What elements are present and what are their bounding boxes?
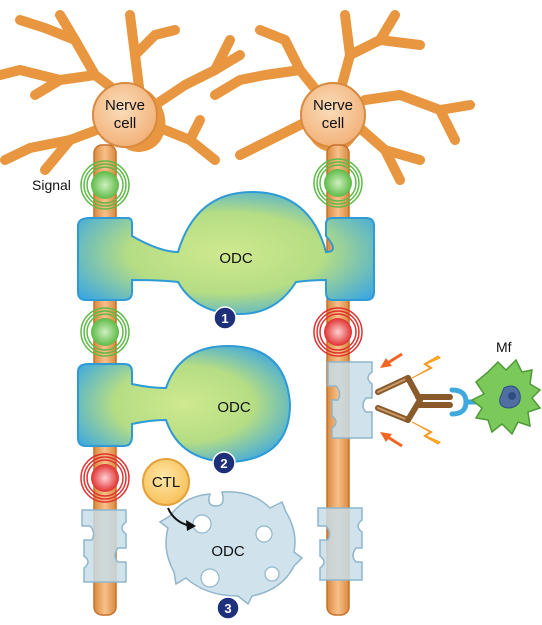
attack-arrow-lower: [380, 432, 403, 448]
odc-1-label: ODC: [219, 250, 253, 267]
nerve-cell-right-label-2: cell: [322, 115, 345, 132]
lightning-icon-upper: [411, 355, 441, 379]
step-badge-1: [213, 306, 237, 330]
odc-1-healthy: ODC 1: [77, 190, 375, 330]
step-badge-3: [216, 596, 240, 620]
ctl-cell: CTL: [142, 458, 190, 506]
signal-node-left-top: [80, 160, 130, 210]
damaged-myelin-left: [81, 509, 127, 583]
nerve-cell-right: Nerve cell: [210, 10, 475, 185]
odc-3-destroyed: ODC 3: [158, 491, 304, 620]
mf-label: Mf: [496, 339, 512, 355]
blocked-signal-left: [80, 453, 130, 503]
antibody: [375, 375, 453, 423]
odc-2-healthy: ODC 2: [77, 344, 292, 475]
signal-node-left-middle: [80, 307, 130, 357]
ctl-attack-arrow: [167, 507, 196, 531]
soma-left: [92, 82, 158, 148]
ctl-label: CTL: [152, 474, 180, 491]
macrophage: [470, 358, 542, 436]
step-badge-2: [212, 451, 236, 475]
dendrites-left: [0, 10, 245, 175]
odc-3-hole: [192, 514, 212, 534]
odc-3-label: ODC: [211, 543, 245, 560]
nerve-cell-left: Nerve cell: [0, 10, 245, 175]
odc-3-hole: [264, 566, 280, 582]
damaged-myelin-right-middle: [327, 361, 373, 439]
signal-node-right-top: [313, 158, 363, 208]
odc-2-label: ODC: [217, 399, 251, 416]
step-badge-1-label: 1: [221, 311, 228, 326]
blocked-signal-right: [313, 307, 363, 357]
nerve-cell-right-label-1: Nerve: [313, 97, 353, 114]
odc-3-hole: [255, 525, 273, 543]
nerve-cell-left-label-2: cell: [114, 115, 137, 132]
signal-label: Signal: [32, 177, 71, 193]
lightning-icon-lower: [411, 421, 441, 445]
step-badge-2-label: 2: [220, 456, 227, 471]
damaged-myelin-right-bottom: [317, 507, 363, 581]
attack-arrow-upper: [380, 352, 403, 368]
nerve-cell-left-label-1: Nerve: [105, 97, 145, 114]
step-badge-3-label: 3: [224, 601, 231, 616]
odc-3-hole: [200, 568, 220, 588]
dendrites-right: [210, 10, 475, 185]
